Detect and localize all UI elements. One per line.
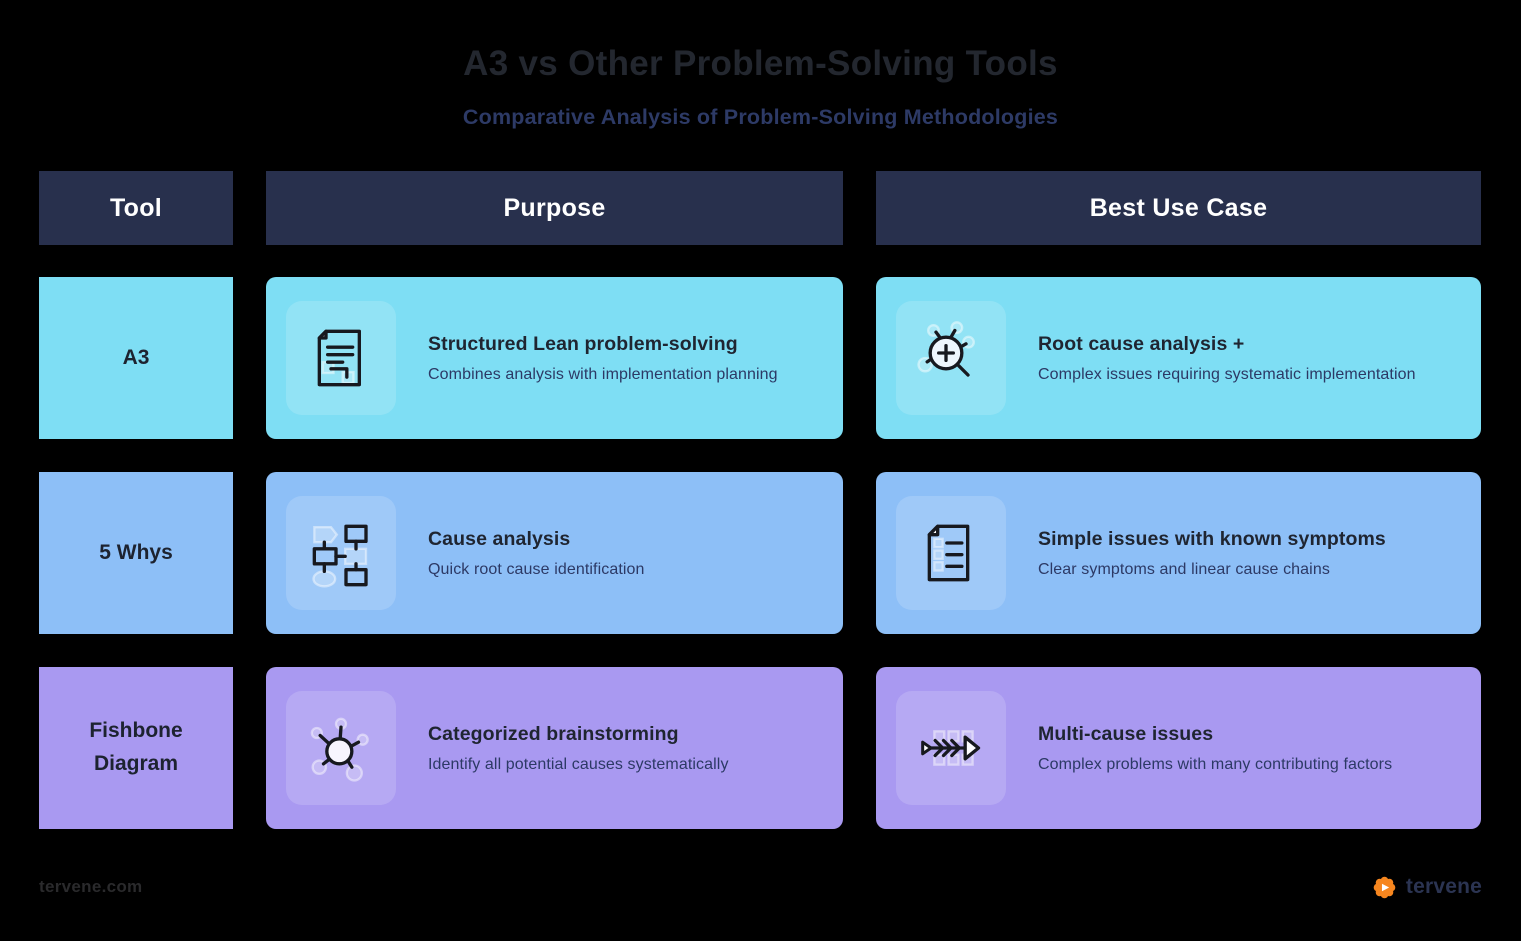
tervene-logo-icon: [1373, 876, 1396, 898]
purpose-cell-5-whys: Cause analysis Quick root cause identifi…: [266, 472, 843, 634]
page-title: A3 vs Other Problem-Solving Tools: [463, 44, 1058, 83]
brand-name: tervene: [1405, 875, 1482, 898]
purpose-title: Categorized brainstorming: [428, 722, 679, 745]
best-use-description: Complex issues requiring systematic impl…: [1038, 365, 1416, 383]
list-document-icon: [896, 496, 1006, 610]
purpose-description: Quick root cause identification: [428, 560, 645, 578]
page-subtitle: Comparative Analysis of Problem-Solving …: [462, 105, 1059, 129]
tervene-logo: tervene: [1371, 874, 1482, 901]
best-use-cell-a3: Root cause analysis + Complex issues req…: [876, 277, 1481, 439]
purpose-description: Combines analysis with implementation pl…: [428, 365, 778, 383]
best-use-description: Complex problems with many contributing …: [1038, 755, 1393, 773]
tool-cell-a3: A3: [39, 277, 233, 439]
website-url: tervene.com: [39, 877, 143, 896]
best-use-cell-fishbone: Multi-cause issues Complex problems with…: [876, 667, 1481, 829]
document-icon: [286, 301, 396, 415]
purpose-description: Identify all potential causes systematic…: [428, 755, 729, 773]
best-use-title: Simple issues with known symptoms: [1038, 527, 1386, 550]
table-row-5-whys: 5 Whys: [39, 472, 1481, 634]
tool-cell-fishbone: Fishbone Diagram: [39, 667, 233, 829]
tool-cell-5-whys: 5 Whys: [39, 472, 233, 634]
flowchart-icon: [286, 496, 396, 610]
table-row-fishbone: Fishbone Diagram: [39, 667, 1481, 829]
table-row-a3: A3 Structured Lean problem-so: [39, 277, 1481, 439]
fishbone-icon: [896, 691, 1006, 805]
column-header-best-use-case: Best Use Case: [876, 171, 1481, 245]
purpose-cell-fishbone: Categorized brainstorming Identify all p…: [266, 667, 843, 829]
title-block: A3 vs Other Problem-Solving Tools Compar…: [0, 44, 1521, 130]
best-use-cell-5-whys: Simple issues with known symptoms Clear …: [876, 472, 1481, 634]
column-header-tool: Tool: [39, 171, 233, 245]
purpose-title: Cause analysis: [428, 527, 571, 550]
best-use-title: Multi-cause issues: [1038, 722, 1214, 745]
mindmap-icon: [286, 691, 396, 805]
comparison-table: Tool Purpose Best Use Case A3: [39, 171, 1481, 829]
purpose-title: Structured Lean problem-solving: [428, 332, 738, 355]
best-use-description: Clear symptoms and linear cause chains: [1038, 560, 1330, 578]
column-header-purpose: Purpose: [266, 171, 843, 245]
table-header-row: Tool Purpose Best Use Case: [39, 171, 1481, 245]
magnifier-plus-icon: [896, 301, 1006, 415]
best-use-title: Root cause analysis +: [1038, 332, 1245, 355]
purpose-cell-a3: Structured Lean problem-solving Combines…: [266, 277, 843, 439]
footer: tervene.com tervene: [39, 862, 1482, 912]
